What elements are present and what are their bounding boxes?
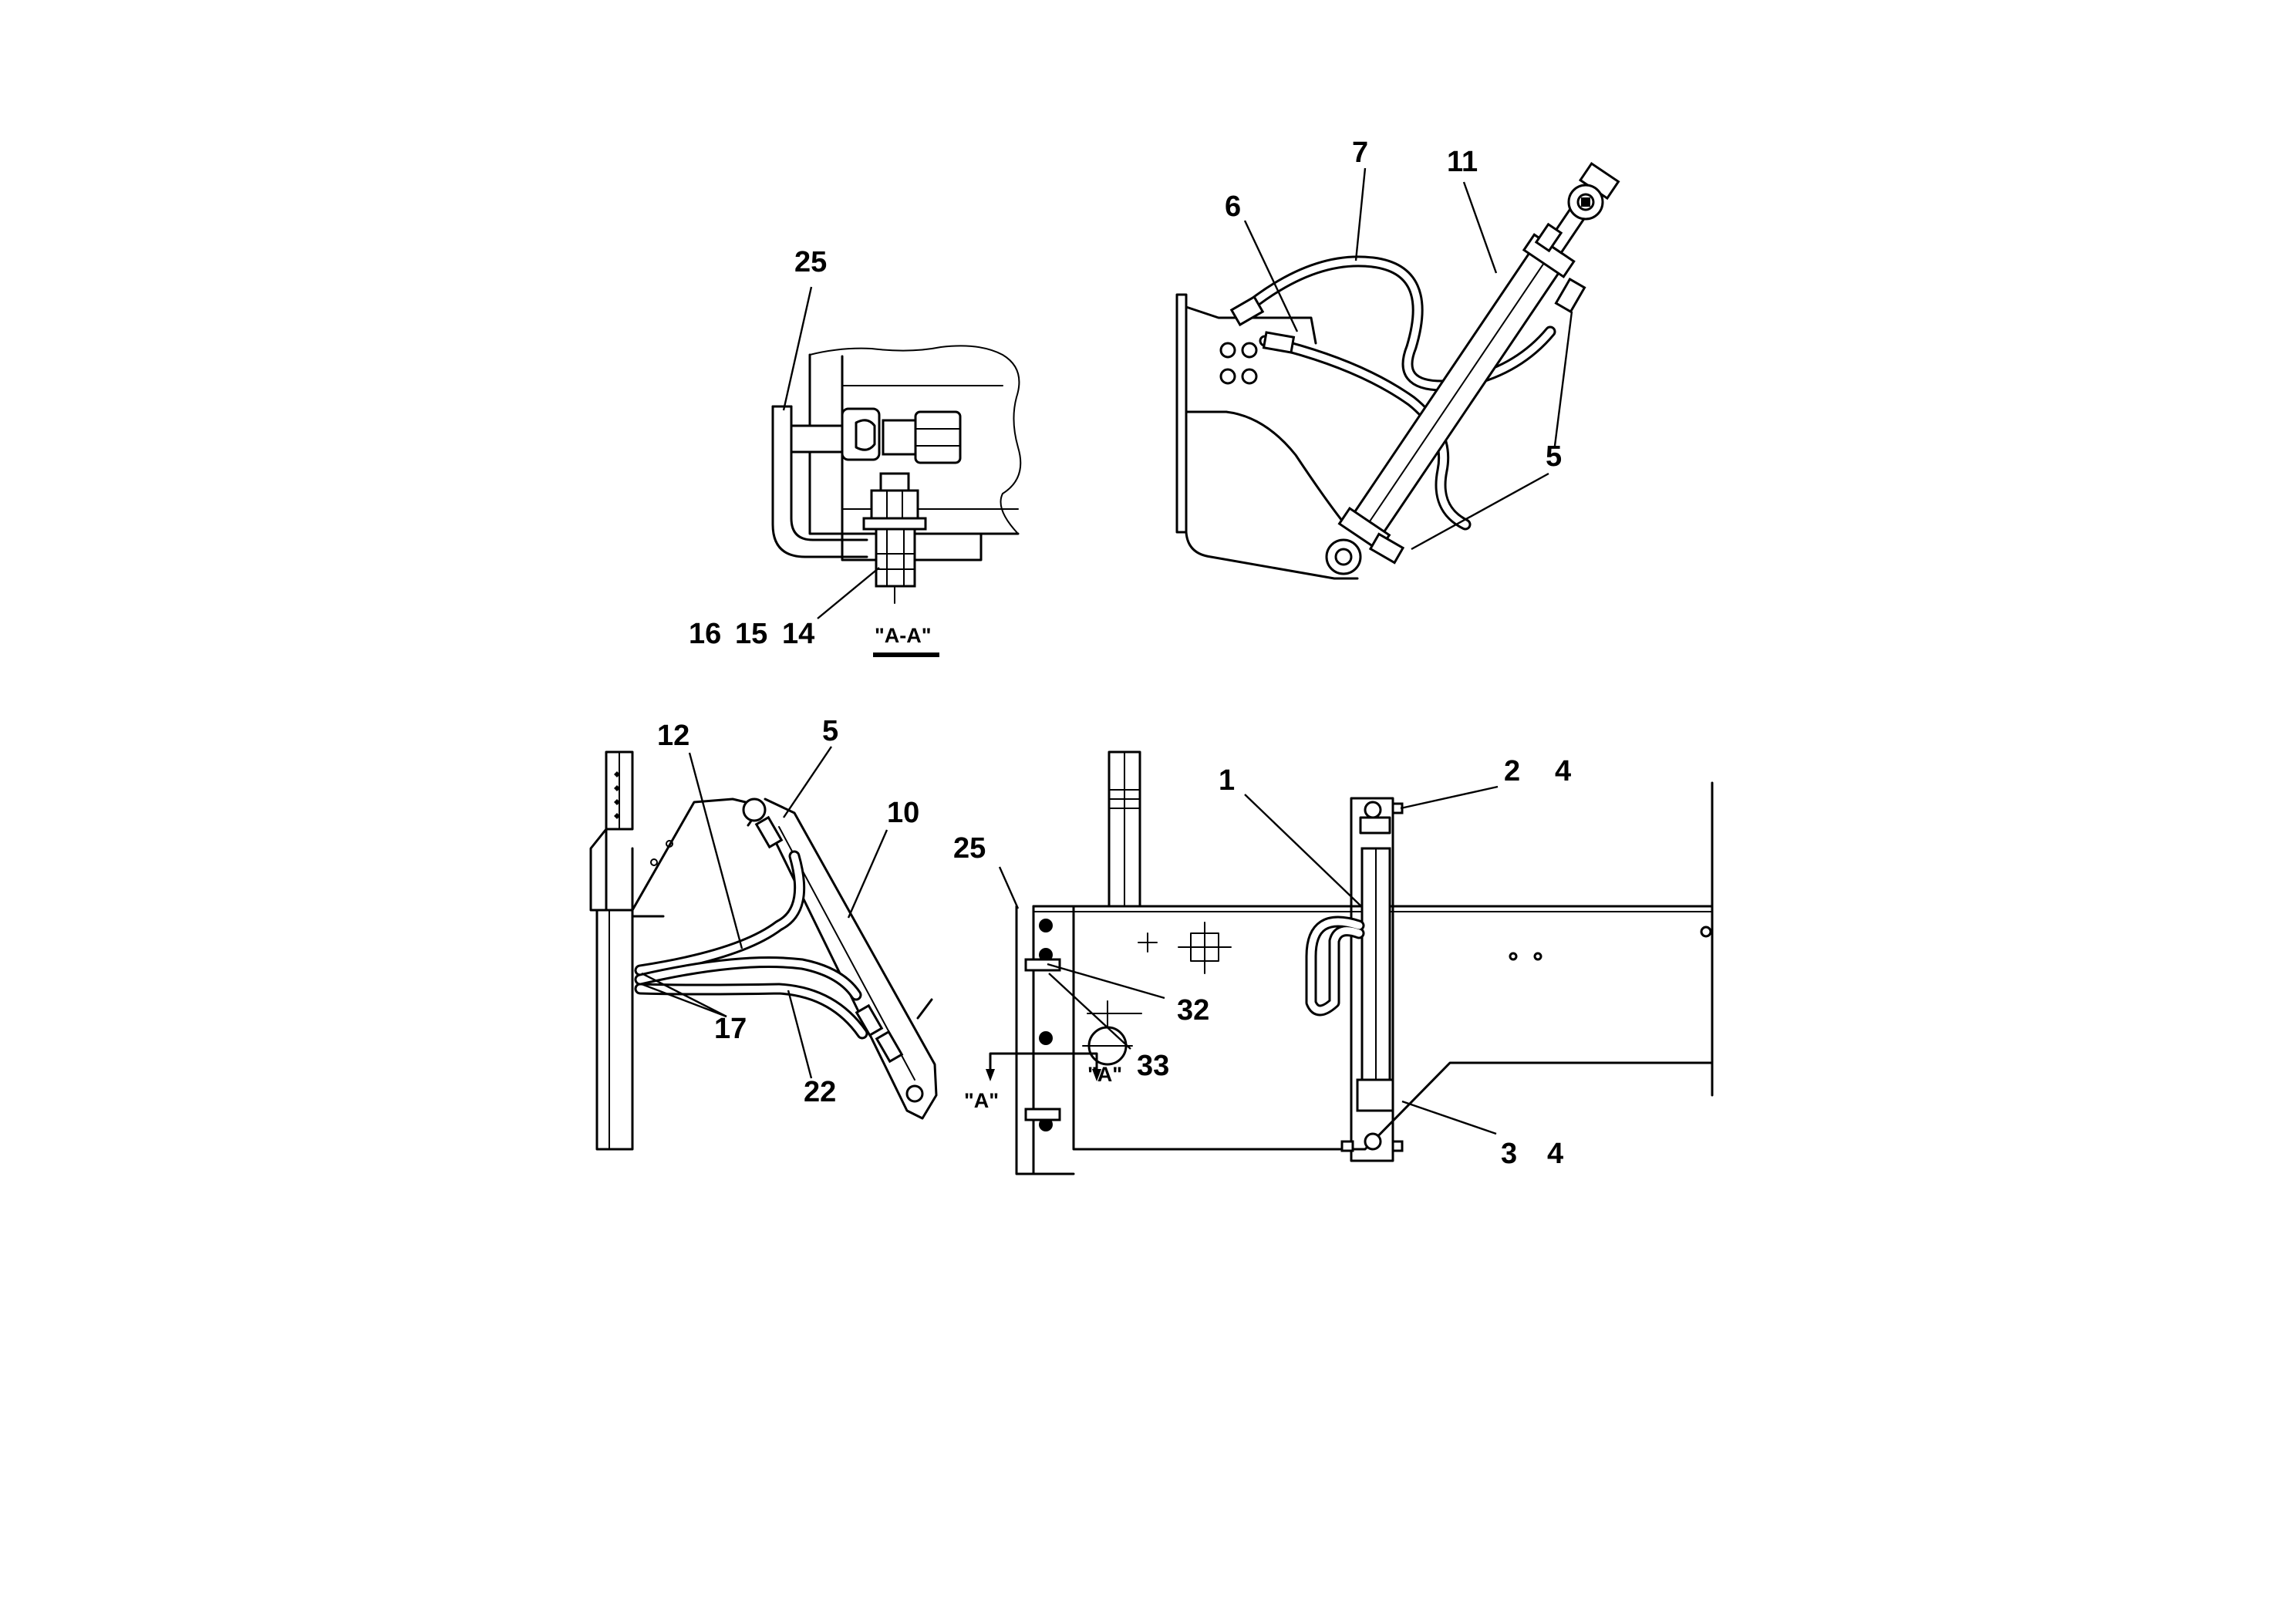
callout-7: 7 [1352,137,1368,169]
callout-15: 15 [735,618,767,650]
callout-5-side: 5 [822,715,838,747]
callout-25-front: 25 [953,832,986,865]
cut-mark-a-left: "A" [964,1089,999,1112]
cylinder-detail-view [1175,161,1620,580]
callout-14: 14 [782,618,814,650]
callout-6: 6 [1225,191,1241,223]
front-view [986,750,1714,1175]
callout-25-section: 25 [794,246,827,278]
callout-11: 11 [1447,146,1478,178]
callout-2: 2 [1504,755,1520,787]
callout-10: 10 [887,797,919,829]
side-view [589,750,938,1151]
leader-lines [641,167,1573,1135]
section-a-a-label: "A-A" [875,624,932,647]
callout-12: 12 [657,720,689,752]
callout-3: 3 [1501,1138,1517,1170]
callout-labels: 25 16 15 14 "A-A" 7 11 6 5 12 5 10 17 22… [657,137,1571,1170]
cut-mark-a-right: "A" [1087,1063,1122,1086]
callout-32: 32 [1177,994,1209,1027]
section-view-a-a [771,345,1022,604]
callout-1: 1 [1219,764,1235,797]
callout-16: 16 [689,618,721,650]
callout-4-bottom: 4 [1547,1138,1563,1170]
callout-33: 33 [1137,1050,1169,1082]
callout-5-detail: 5 [1546,440,1562,473]
callout-17: 17 [714,1013,747,1045]
callout-22: 22 [804,1076,836,1108]
callout-4-top: 4 [1555,755,1571,787]
section-a-a-underline [873,653,939,657]
